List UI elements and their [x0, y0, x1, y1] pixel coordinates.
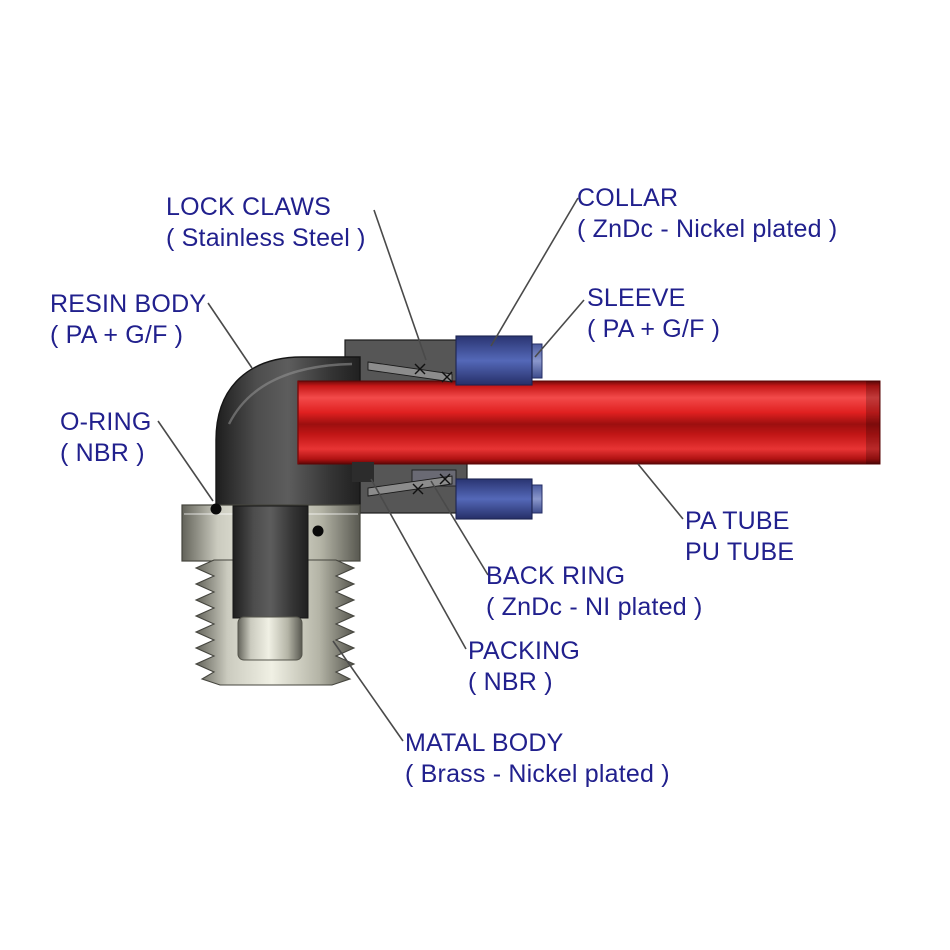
label-lock-claws: LOCK CLAWS ( Stainless Steel )	[166, 192, 366, 254]
leader-line-collar	[490, 197, 579, 347]
leader-line-o-ring	[157, 420, 214, 502]
collar-bottom-shape	[455, 478, 533, 520]
resin-stem-shape	[232, 505, 309, 619]
label-packing-title: PACKING	[468, 637, 581, 665]
label-matal-body-title: MATAL BODY	[405, 729, 564, 757]
label-sleeve-title: SLEEVE	[587, 284, 686, 312]
label-o-ring: O-RING ( NBR )	[60, 407, 151, 469]
o-ring-right-shape	[312, 525, 324, 537]
label-o-ring-title: O-RING	[60, 408, 152, 436]
leader-line-matal-body	[332, 640, 404, 742]
tube-end-face	[866, 381, 880, 464]
label-pu-tube-title: PU TUBE	[685, 538, 795, 566]
label-o-ring-material: ( NBR )	[60, 439, 145, 467]
resin-body-highlight	[227, 362, 353, 425]
label-matal-body: MATAL BODY ( Brass - Nickel plated )	[405, 728, 670, 790]
label-packing: PACKING ( NBR )	[468, 636, 580, 698]
leader-line-packing	[370, 478, 467, 650]
label-sleeve: SLEEVE ( PA + G/F )	[587, 283, 720, 345]
stem-bore-shape	[237, 616, 303, 661]
label-lock-claws-title: LOCK CLAWS	[166, 193, 332, 221]
leader-line-resin-body	[207, 302, 253, 369]
label-matal-body-material: ( Brass - Nickel plated )	[405, 760, 670, 788]
claw-bite-marks	[412, 363, 453, 495]
packing-shape	[352, 462, 374, 482]
label-collar-title: COLLAR	[577, 184, 679, 212]
label-back-ring-material: ( ZnDc - NI plated )	[486, 593, 703, 621]
leader-line-back-ring	[430, 480, 489, 576]
label-lock-claws-material: ( Stainless Steel )	[166, 224, 366, 252]
label-collar: COLLAR ( ZnDc - Nickel plated )	[577, 183, 837, 245]
label-resin-body-title: RESIN BODY	[50, 290, 207, 318]
label-resin-body: RESIN BODY ( PA + G/F )	[50, 289, 206, 351]
label-collar-material: ( ZnDc - Nickel plated )	[577, 215, 838, 243]
label-packing-material: ( NBR )	[468, 668, 553, 696]
label-back-ring-title: BACK RING	[486, 562, 626, 590]
leader-line-lock-claws	[373, 209, 427, 361]
label-pa-tube: PA TUBE PU TUBE	[685, 506, 794, 568]
label-back-ring: BACK RING ( ZnDc - NI plated )	[486, 561, 703, 623]
label-resin-body-material: ( PA + G/F )	[50, 321, 184, 349]
tube-shape	[297, 380, 881, 465]
label-sleeve-material: ( PA + G/F )	[587, 315, 721, 343]
collar-top-shape	[455, 335, 533, 386]
label-pa-tube-title: PA TUBE	[685, 507, 790, 535]
leader-line-sleeve	[534, 299, 585, 358]
o-ring-left-shape	[210, 503, 222, 515]
leader-line-pa-tube	[637, 463, 684, 520]
